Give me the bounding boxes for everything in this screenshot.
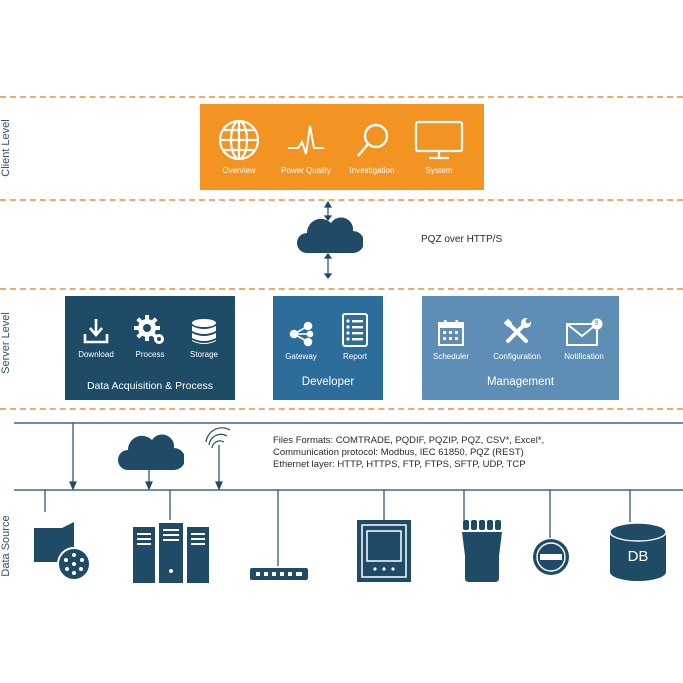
gears-icon bbox=[134, 315, 164, 344]
db-cylinder-icon: DB bbox=[609, 522, 667, 582]
dashed-separator bbox=[0, 96, 683, 98]
pq-analyzer-device-icon bbox=[34, 522, 91, 581]
scheduler-label: Scheduler bbox=[432, 352, 470, 361]
globe-icon bbox=[218, 119, 260, 161]
notification-item[interactable]: 9 Notification bbox=[558, 318, 610, 361]
download-icon bbox=[83, 319, 109, 344]
cloud-icon bbox=[118, 434, 184, 470]
developer-panel: Gateway Report Developer bbox=[273, 296, 383, 400]
report-icon bbox=[342, 313, 368, 347]
waveform-icon bbox=[288, 125, 324, 155]
scheduler-item[interactable]: Scheduler bbox=[428, 318, 474, 361]
power-quality-item[interactable]: Power Quality bbox=[276, 118, 336, 175]
panel-meter-icon bbox=[357, 520, 411, 582]
monitor-icon bbox=[414, 120, 464, 160]
configuration-item[interactable]: Configuration bbox=[486, 316, 548, 361]
dashed-separator bbox=[0, 288, 683, 290]
acquisition-panel: Download Process Storage bbox=[65, 296, 235, 400]
info-ethernet: Ethernet layer: HTTP, HTTPS, FTP, FTPS, … bbox=[273, 459, 526, 470]
system-label: System bbox=[425, 166, 453, 175]
gateway-item[interactable]: Gateway bbox=[279, 320, 323, 361]
configuration-label: Configuration bbox=[493, 352, 541, 361]
round-meter-icon bbox=[533, 539, 569, 575]
storage-label: Storage bbox=[189, 350, 219, 359]
server-rack-icon bbox=[133, 523, 209, 583]
management-title: Management bbox=[486, 376, 555, 388]
overview-label: Overview bbox=[222, 166, 256, 175]
report-label: Report bbox=[342, 352, 367, 361]
investigation-label: Investigation bbox=[349, 166, 395, 175]
info-protocol: Communication protocol: Modbus, IEC 6185… bbox=[273, 447, 524, 458]
dashed-separator bbox=[0, 199, 683, 201]
clamp-meter-icon bbox=[462, 520, 502, 582]
share-icon bbox=[289, 321, 314, 347]
db-label: DB bbox=[627, 548, 649, 565]
process-item[interactable]: Process bbox=[127, 314, 173, 359]
investigation-item[interactable]: Investigation bbox=[344, 118, 400, 175]
tools-icon bbox=[503, 318, 531, 343]
transport-label: PQZ over HTTP/S bbox=[421, 234, 503, 245]
storage-item[interactable]: Storage bbox=[181, 318, 227, 359]
download-item[interactable]: Download bbox=[73, 316, 119, 359]
client-panel: Overview Power Quality Investigation Sys… bbox=[200, 104, 484, 190]
gateway-label: Gateway bbox=[285, 352, 317, 361]
network-switch-icon bbox=[250, 568, 308, 580]
process-label: Process bbox=[135, 350, 165, 359]
database-icon bbox=[192, 319, 216, 344]
calendar-icon bbox=[438, 320, 464, 346]
system-item[interactable]: System bbox=[408, 118, 470, 175]
cloud-icon bbox=[297, 217, 363, 253]
overview-item[interactable]: Overview bbox=[212, 118, 266, 175]
dashed-separator bbox=[0, 408, 683, 410]
download-label: Download bbox=[78, 350, 114, 359]
management-panel: Scheduler Configuration 9 Notification M… bbox=[422, 296, 619, 400]
developer-title: Developer bbox=[301, 376, 355, 388]
magnifier-icon bbox=[357, 123, 389, 157]
acquisition-title: Data Acquisition & Process bbox=[86, 380, 214, 392]
report-item[interactable]: Report bbox=[333, 312, 377, 361]
power-quality-label: Power Quality bbox=[281, 166, 331, 175]
notification-label: Notification bbox=[564, 352, 604, 361]
notification-badge: 9 bbox=[594, 320, 599, 327]
info-formats: Files Formats: COMTRADE, PQDIF, PQZIP, P… bbox=[273, 435, 545, 446]
envelope-icon bbox=[566, 318, 603, 346]
